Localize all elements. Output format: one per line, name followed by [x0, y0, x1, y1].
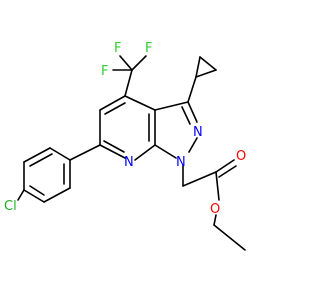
molecule-drawing: F F F N N N O O Cl — [4, 41, 246, 251]
bond-ph-1-2 — [49, 147, 71, 161]
atom-o-ester: O — [210, 202, 220, 217]
bond-ph-cl — [17, 189, 25, 201]
structure-svg: F F F N N N O O Cl — [4, 41, 246, 251]
bonds — [17, 55, 246, 251]
atom-o-carbonyl: O — [236, 149, 246, 164]
bond-cp-c — [199, 56, 217, 71]
atom-f-top-right: F — [145, 41, 152, 56]
bond-c4-c3a — [124, 95, 156, 111]
bond-n1-c7a — [154, 144, 177, 159]
bond-c5-c4-double — [104, 102, 126, 115]
bond-n2-n1 — [188, 137, 198, 153]
bond-c3-n2-double — [181, 106, 191, 125]
atom-n-pyridine: N — [124, 155, 134, 170]
atom-labels: F F F N N N O O Cl — [4, 41, 246, 217]
bond-c4-cf3 — [124, 69, 133, 97]
atom-cl: Cl — [4, 199, 17, 214]
atom-f-top-left: F — [114, 41, 121, 56]
bond-co-o-double-1 — [215, 159, 235, 173]
bond-co-o-ester — [215, 171, 220, 201]
atom-n-pyrazole-1: N — [176, 155, 186, 170]
bond-c3-cp — [187, 76, 197, 103]
bond-ph-2-3 — [23, 147, 51, 163]
bond-c7a-n7 — [134, 144, 156, 161]
atom-f-left: F — [101, 64, 108, 79]
bond-ph-5-6 — [43, 187, 71, 203]
bond-c5-c4 — [99, 95, 126, 111]
bond-c6-ph — [69, 144, 101, 161]
bond-ph-4-5 — [23, 189, 45, 203]
bond-co-o-double-2 — [218, 165, 237, 178]
bond-n7-c6 — [99, 144, 126, 159]
bond-c3-n2 — [187, 101, 198, 123]
bond-ph-double-a — [29, 153, 53, 167]
bond-cp-a — [195, 56, 201, 78]
bond-ch2-co — [182, 171, 217, 187]
atom-n-pyrazole-2: N — [193, 125, 203, 140]
bond-cp-b — [195, 69, 217, 78]
bond-ethyl-1-2 — [213, 224, 246, 251]
bond-ph-double-b — [29, 185, 45, 196]
bond-cf3-f-top-left — [119, 55, 133, 71]
bond-n7-c6-double — [103, 140, 125, 153]
bond-o-ethyl-1 — [213, 214, 217, 226]
bond-cf3-f-top-right — [131, 55, 147, 71]
bond-c3a-c3 — [154, 101, 189, 111]
